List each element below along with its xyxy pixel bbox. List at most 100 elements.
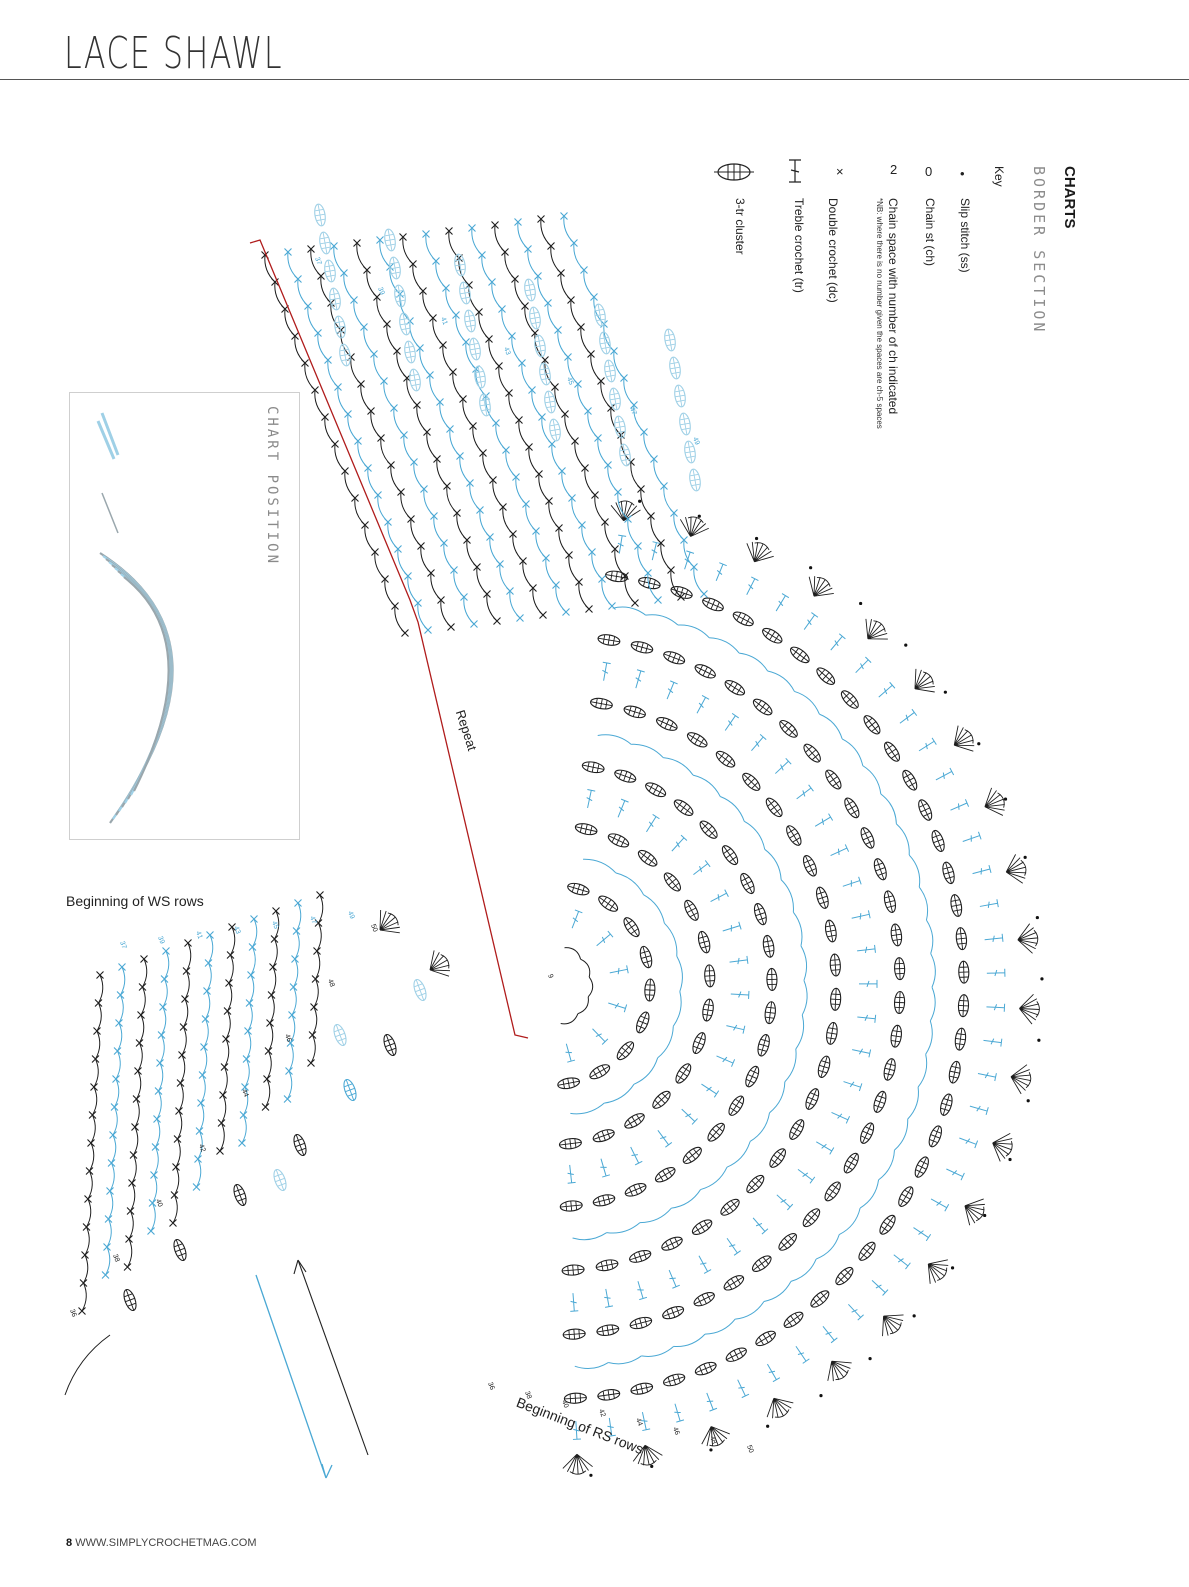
cluster-stitch-mark <box>885 742 899 762</box>
chain-arc-mark <box>518 419 530 448</box>
chain-arc-mark <box>564 947 582 960</box>
cluster-mark <box>803 743 821 763</box>
chain-arc-mark <box>366 269 378 298</box>
chain-arc-mark <box>413 461 425 490</box>
chain-arc-mark <box>312 1006 318 1036</box>
slip-stitch-icon: • <box>960 166 965 181</box>
cluster-stitch-mark <box>629 1250 651 1262</box>
slip-stitch-dot <box>589 1473 593 1477</box>
tr-mark <box>635 669 645 689</box>
chain-arc-mark <box>499 563 511 592</box>
cluster-stitch-mark <box>818 1056 830 1078</box>
tr-stitch-mark <box>986 968 1006 977</box>
cluster-mark <box>689 468 701 492</box>
chain-arc-mark <box>572 1232 608 1241</box>
tr-stitch-mark <box>842 876 862 887</box>
cluster-mark <box>693 1292 715 1307</box>
fan-mark <box>632 1444 663 1466</box>
key-item-double-crochet: Double crochet (dc) <box>826 198 840 303</box>
chain-arc-mark <box>663 757 694 776</box>
cluster-mark <box>314 203 326 227</box>
cluster-mark <box>329 287 341 311</box>
chain-arc-mark <box>162 978 168 1008</box>
row-number-ws-top: 49 <box>346 910 355 920</box>
chain-arc-mark <box>880 793 897 824</box>
tr-mark <box>803 612 819 630</box>
cluster-outline-mark <box>663 651 686 665</box>
chain-arc-mark <box>178 1082 184 1112</box>
tr-stitch-mark <box>816 1141 835 1155</box>
tr-mark <box>637 1281 648 1301</box>
chain-arc-mark <box>390 464 402 493</box>
tr-mark <box>651 541 661 561</box>
cluster-mark <box>639 945 653 969</box>
tr-mark <box>775 593 790 612</box>
tr-mark <box>737 1379 750 1399</box>
chain-arc-mark <box>505 449 517 478</box>
tr-stitch-mark <box>983 1038 1003 1047</box>
chain-arc-mark <box>202 1046 208 1076</box>
chain-arc-mark <box>293 958 299 988</box>
cluster-stitch-mark <box>638 577 661 589</box>
chain-arc-mark <box>501 308 513 337</box>
cluster-mark <box>702 998 714 1022</box>
cluster-mark <box>233 1183 247 1207</box>
chain-arc-mark <box>432 317 444 346</box>
tr-stitch-mark <box>600 1158 611 1178</box>
chain-arc-mark <box>486 593 498 622</box>
cluster-mark <box>691 1219 713 1235</box>
slip-stitch-dot <box>977 742 981 746</box>
chain-arc-mark <box>524 305 536 334</box>
cluster-mark <box>954 1027 967 1051</box>
chain-arc-mark <box>584 467 596 496</box>
cluster-mark <box>824 1181 841 1202</box>
cluster-stitch-mark <box>804 855 816 876</box>
cluster-outline-mark <box>697 930 711 954</box>
cluster-stitch-mark <box>830 988 841 1011</box>
cluster-mark <box>715 750 736 768</box>
chain-arc-mark <box>494 224 506 253</box>
page-title: LACE SHAWL <box>64 28 283 79</box>
chain-arc-mark <box>284 308 296 337</box>
fan-mark <box>927 1259 949 1284</box>
cluster-mark <box>619 443 631 467</box>
chain-arc-mark <box>397 548 409 577</box>
cluster-mark <box>558 1137 582 1150</box>
chain-arc-mark <box>114 1078 120 1108</box>
cluster-mark <box>293 1133 307 1157</box>
cluster-mark <box>629 1249 652 1263</box>
chain-arc-mark <box>230 926 236 956</box>
cluster-mark <box>684 440 696 464</box>
tr-stitch-mark <box>893 1254 911 1270</box>
tr-mark <box>977 1072 997 1082</box>
tr-stitch-mark <box>774 757 792 774</box>
cluster-mark <box>669 356 681 380</box>
cluster-stitch-mark <box>692 1220 712 1234</box>
cluster-outline-mark <box>805 1088 820 1110</box>
ws-rows-label: Beginning of WS rows <box>66 893 204 909</box>
cluster-mark <box>334 315 346 339</box>
chain-arc-mark <box>83 1254 89 1284</box>
chain-arc-mark <box>186 942 192 972</box>
tr-mark <box>979 899 999 909</box>
cluster-stitch-mark <box>743 773 760 790</box>
cluster-mark <box>454 253 466 277</box>
cluster-mark <box>790 646 810 664</box>
chain-arc-mark <box>133 1126 139 1156</box>
tr-mark <box>646 814 660 833</box>
cluster-stitch-mark <box>940 1094 952 1116</box>
charts-heading: CHARTS <box>1061 166 1078 229</box>
cluster-stitch-mark <box>593 1195 615 1206</box>
tr-mark <box>959 1137 979 1149</box>
cluster-mark <box>883 890 897 913</box>
tr-mark <box>567 1164 576 1184</box>
cluster-mark <box>694 1361 717 1376</box>
cluster-stitch-mark <box>594 304 606 326</box>
cluster-outline-mark <box>682 1146 702 1164</box>
tr-stitch-mark <box>724 712 740 731</box>
cluster-stitch-mark <box>956 927 967 950</box>
tr-mark <box>726 1024 746 1034</box>
tr-stitch-mark <box>681 1108 698 1125</box>
row-number-ws: 46 <box>283 1033 292 1043</box>
